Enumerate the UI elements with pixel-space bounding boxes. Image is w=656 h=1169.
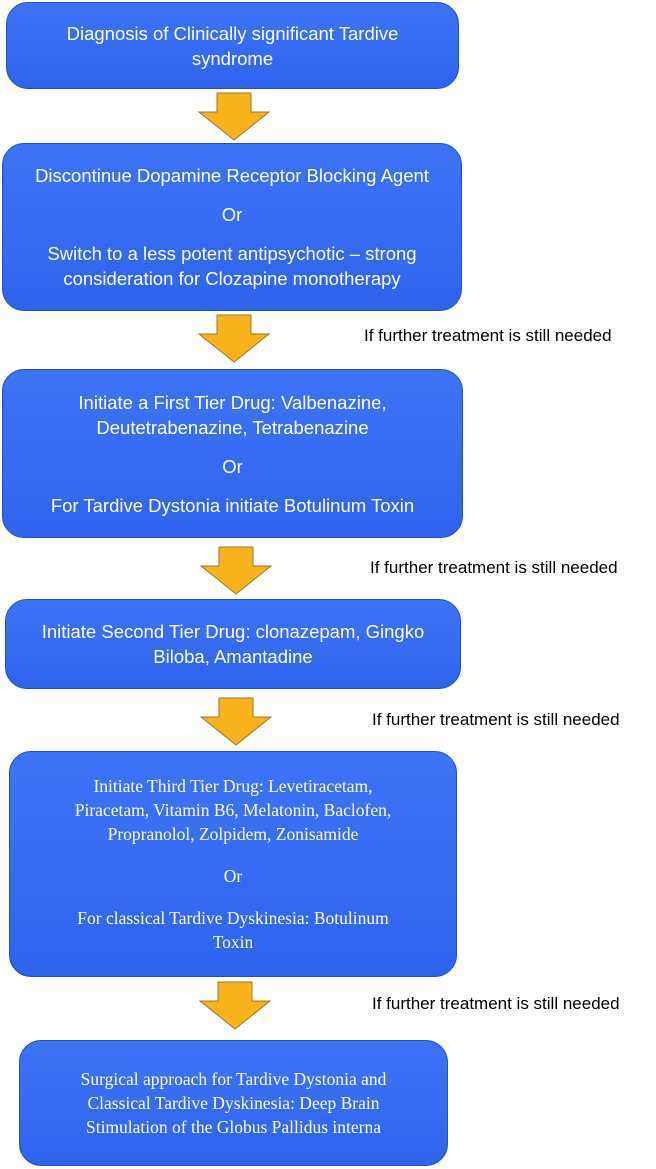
step-second-tier-box: Initiate Second Tier Drug: clonazepam, G… [5,599,461,689]
first-tier-line-2: Deutetrabenazine, Tetrabenazine [96,416,369,438]
third-tier-line-2: Piracetam, Vitamin B6, Melatonin, Baclof… [74,800,392,820]
down-arrow-icon [199,697,273,746]
step-first-tier-box: Initiate a First Tier Drug: Valbenazine,… [2,369,463,538]
down-arrow-icon [199,546,273,595]
or-label: Or [221,204,243,225]
third-tier-line-1: Initiate Third Tier Drug: Levetiracetam, [93,776,373,796]
step-surgical-box: Surgical approach for Tardive Dystonia a… [19,1040,448,1166]
step-diagnosis-line-2: syndrome [191,47,274,69]
down-arrow-icon [197,92,271,141]
second-tier-line-2: Biloba, Amantadine [153,646,313,667]
or-label: Or [223,866,243,886]
step-diagnosis-line-1: Diagnosis of Clinically significant Tard… [66,22,399,44]
further-treatment-note: If further treatment is still needed [364,326,612,345]
clozapine-text: consideration for Clozapine monotherapy [63,268,401,289]
down-arrow-icon [197,314,271,363]
third-tier-line-3: Propranolol, Zolpidem, Zonisamide [107,824,359,844]
surgical-line-3: Stimulation of the Globus Pallidus inter… [85,1117,382,1137]
botulinum-dyskinesia-line-2: Toxin [212,932,254,952]
surgical-line-2: Classical Tardive Dyskinesia: Deep Brain [87,1093,380,1113]
or-label: Or [222,455,243,477]
surgical-line-1: Surgical approach for Tardive Dystonia a… [80,1069,387,1089]
step-diagnosis-box: Diagnosis of Clinically significant Tard… [6,2,459,89]
further-treatment-note: If further treatment is still needed [372,710,620,729]
further-treatment-note: If further treatment is still needed [372,994,620,1013]
first-tier-line-1: Initiate a First Tier Drug: Valbenazine, [78,391,387,413]
switch-antipsychotic-text: Switch to a less potent antipsychotic – … [47,243,417,264]
step-discontinue-box: Discontinue Dopamine Receptor Blocking A… [2,143,462,311]
down-arrow-icon [198,981,272,1030]
botulinum-dyskinesia-line-1: For classical Tardive Dyskinesia: Botuli… [77,908,389,928]
botulinum-dystonia-text: For Tardive Dystonia initiate Botulinum … [50,494,415,516]
step-third-tier-box: Initiate Third Tier Drug: Levetiracetam,… [9,751,457,977]
second-tier-line-1: Initiate Second Tier Drug: clonazepam, G… [41,621,425,642]
discontinue-dopamine-text: Discontinue Dopamine Receptor Blocking A… [35,165,429,186]
further-treatment-note: If further treatment is still needed [370,558,618,577]
